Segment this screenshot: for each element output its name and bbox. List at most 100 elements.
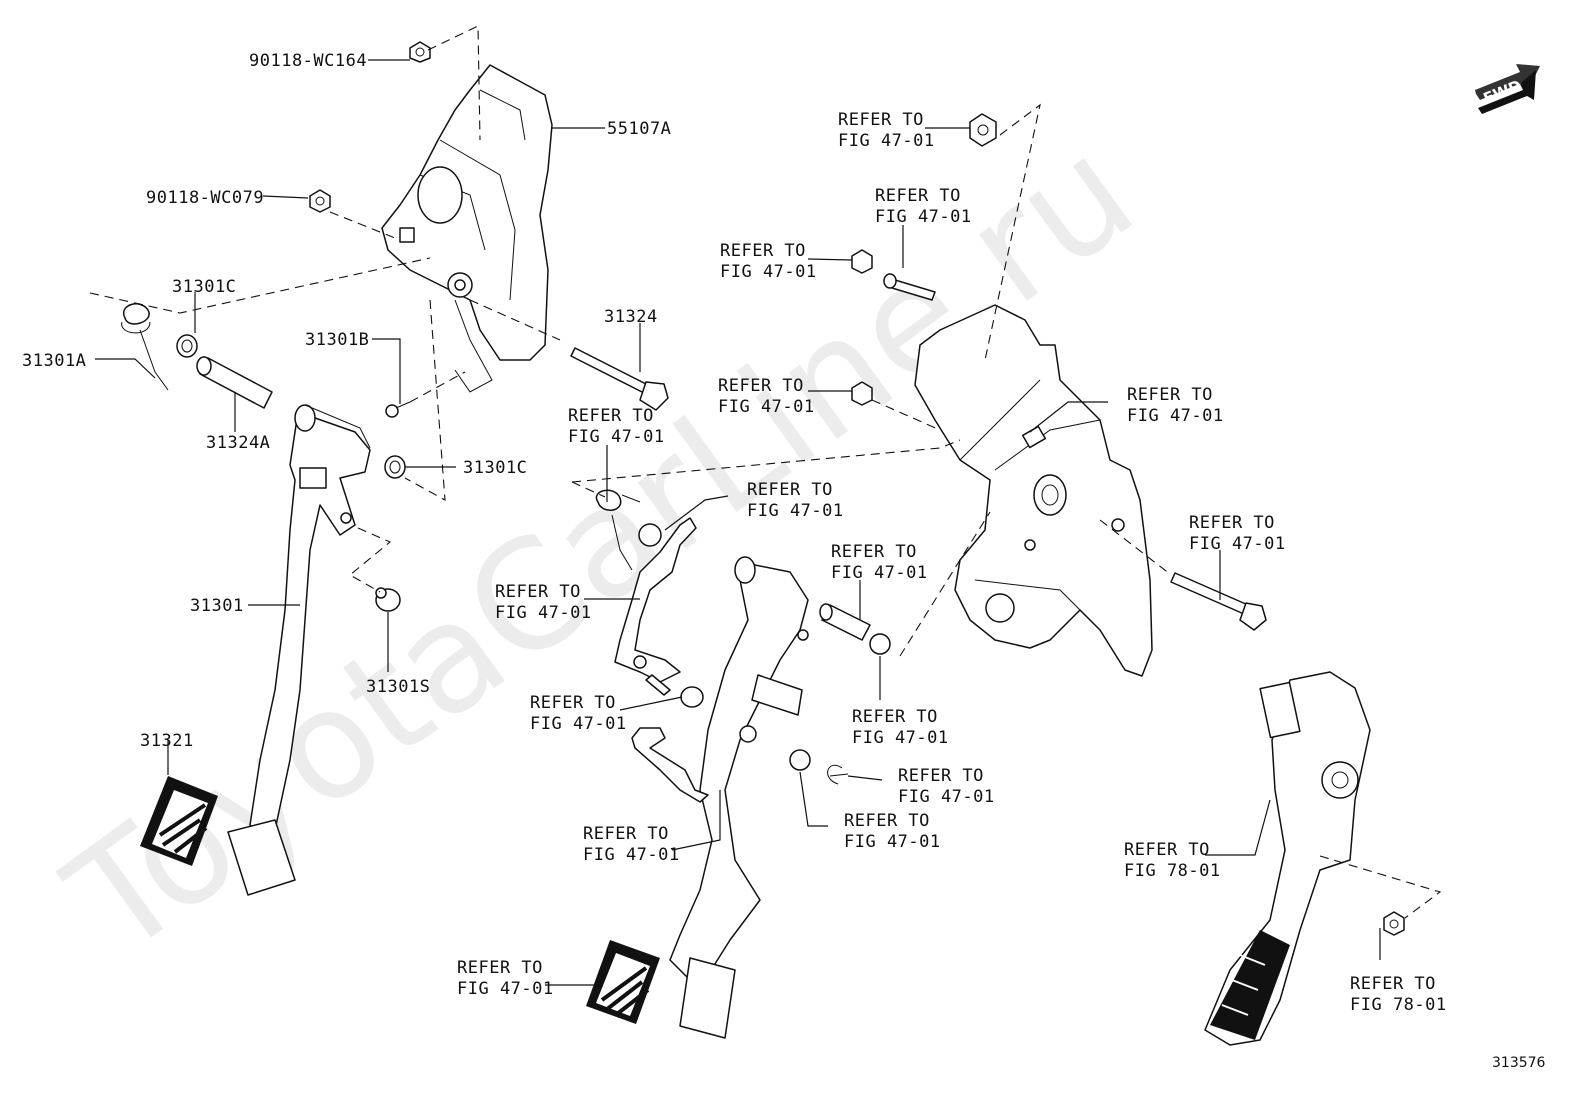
- svg-text:REFER TO: REFER TO: [1189, 513, 1275, 533]
- refer-label-r10: REFER TO FIG 47-01: [495, 582, 592, 623]
- svg-text:REFER TO: REFER TO: [1350, 974, 1436, 994]
- svg-text:REFER TO: REFER TO: [852, 707, 938, 727]
- svg-text:FIG 47-01: FIG 47-01: [838, 131, 935, 151]
- svg-text:REFER TO: REFER TO: [583, 824, 669, 844]
- refer-label-r15: REFER TO FIG 47-01: [583, 824, 680, 865]
- nut-mid-right-part: [851, 249, 873, 274]
- svg-text:FIG 47-01: FIG 47-01: [898, 787, 995, 807]
- brake-pad-part: [586, 940, 660, 1024]
- svg-text:REFER TO: REFER TO: [898, 766, 984, 786]
- svg-text:FIG 47-01: FIG 47-01: [457, 979, 554, 999]
- spring-31301a-part: [121, 303, 169, 391]
- svg-text:REFER TO: REFER TO: [457, 958, 543, 978]
- refer-label-r11: REFER TO FIG 47-01: [530, 693, 627, 734]
- callout-31301b: 31301B: [305, 330, 369, 350]
- refer-label-r8: REFER TO FIG 47-01: [1189, 513, 1286, 554]
- svg-text:REFER TO: REFER TO: [747, 480, 833, 500]
- svg-text:FIG 47-01: FIG 47-01: [1189, 534, 1286, 554]
- svg-text:FIG 47-01: FIG 47-01: [568, 427, 665, 447]
- refer-label-r2: REFER TO FIG 47-01: [875, 186, 972, 227]
- stop-lamp-bracket-part: [614, 517, 697, 696]
- dashed-guide-lines: [89, 25, 1442, 919]
- brake-bushing-part: [638, 523, 662, 547]
- refer-label-r6: REFER TO FIG 47-01: [568, 406, 665, 447]
- nut-accel-part: [1383, 911, 1405, 936]
- svg-text:FIG 47-01: FIG 47-01: [875, 207, 972, 227]
- fwd-arrow-icon: FWD: [1475, 64, 1540, 114]
- nut-top-right-part: [969, 113, 997, 147]
- part-callouts: 90118-WC164 55107A 90118-WC079 31301C 31…: [22, 51, 671, 751]
- pedal-pad-31321-part: [140, 776, 218, 866]
- callout-31301a: 31301A: [22, 351, 86, 371]
- svg-text:FIG 47-01: FIG 47-01: [583, 845, 680, 865]
- refer-label-r7: REFER TO FIG 47-01: [747, 480, 844, 521]
- svg-text:REFER TO: REFER TO: [568, 406, 654, 426]
- callout-55107a: 55107A: [607, 119, 671, 139]
- accelerator-pedal-part: [1204, 671, 1371, 1046]
- svg-text:FIG 47-01: FIG 47-01: [831, 563, 928, 583]
- stopper-31301s-part: [375, 587, 401, 612]
- clip-part: [827, 764, 849, 785]
- svg-text:REFER TO: REFER TO: [875, 186, 961, 206]
- svg-text:REFER TO: REFER TO: [844, 811, 930, 831]
- brake-collar-part: [680, 686, 704, 708]
- refer-label-r5: REFER TO FIG 47-01: [1127, 385, 1224, 426]
- svg-text:FIG 47-01: FIG 47-01: [718, 397, 815, 417]
- svg-text:FIG 47-01: FIG 47-01: [852, 728, 949, 748]
- svg-text:FIG 78-01: FIG 78-01: [1350, 995, 1447, 1015]
- refer-label-r3: REFER TO FIG 47-01: [720, 241, 817, 282]
- pedal-arm-31301-part: [227, 404, 371, 896]
- svg-text:REFER TO: REFER TO: [1124, 840, 1210, 860]
- bolt-right-part: [1170, 572, 1267, 631]
- refer-label-r16: REFER TO FIG 78-01: [1124, 840, 1221, 881]
- bolt-small-right-part: [883, 273, 936, 301]
- svg-text:REFER TO: REFER TO: [530, 693, 616, 713]
- callout-31301s: 31301S: [366, 677, 430, 697]
- callout-31321: 31321: [140, 731, 194, 751]
- refer-label-r1: REFER TO FIG 47-01: [838, 110, 935, 151]
- refer-label-r17: REFER TO FIG 78-01: [1350, 974, 1447, 1015]
- pedal-bracket-right-part: [914, 304, 1153, 677]
- svg-text:REFER TO: REFER TO: [495, 582, 581, 602]
- svg-text:FIG 47-01: FIG 47-01: [747, 501, 844, 521]
- svg-text:REFER TO: REFER TO: [720, 241, 806, 261]
- refer-label-r4: REFER TO FIG 47-01: [718, 376, 815, 417]
- svg-text:FIG 78-01: FIG 78-01: [1124, 861, 1221, 881]
- refer-labels: REFER TO FIG 47-01 REFER TO FIG 47-01 RE…: [457, 110, 1447, 1015]
- svg-text:FIG 47-01: FIG 47-01: [530, 714, 627, 734]
- callout-31324: 31324: [604, 307, 658, 327]
- nut-90118-wc079-part: [309, 189, 331, 213]
- refer-label-r-bottom: REFER TO FIG 47-01: [457, 958, 554, 999]
- pipe-31324a-part: [196, 356, 273, 409]
- nut-90118-wc164-part: [409, 41, 431, 63]
- callout-31324a: 31324A: [206, 433, 270, 453]
- svg-text:FIG 47-01: FIG 47-01: [844, 832, 941, 852]
- screw-31301b-part: [385, 401, 411, 418]
- svg-text:FIG 47-01: FIG 47-01: [495, 603, 592, 623]
- svg-text:REFER TO: REFER TO: [718, 376, 804, 396]
- refer-label-r13: REFER TO FIG 47-01: [898, 766, 995, 807]
- callout-31301c-mid: 31301C: [463, 458, 527, 478]
- callout-31301: 31301: [190, 596, 244, 616]
- brake-bushing-2-part: [869, 633, 891, 655]
- callout-90118-wc164: 90118-WC164: [249, 51, 367, 71]
- brake-collar-2-part: [789, 749, 811, 771]
- refer-label-r12: REFER TO FIG 47-01: [852, 707, 949, 748]
- brake-pin-part: [819, 603, 871, 641]
- bracket-55107a-part: [381, 64, 553, 393]
- bolt-31324-part: [570, 347, 669, 411]
- brake-pedal-arm-part: [631, 556, 809, 1039]
- nut-lower-right-part: [851, 381, 873, 406]
- leader-lines: [95, 59, 1381, 986]
- svg-text:REFER TO: REFER TO: [1127, 385, 1213, 405]
- refer-label-r14: REFER TO FIG 47-01: [844, 811, 941, 852]
- figure-number: 313576: [1492, 1055, 1546, 1071]
- callout-31301c-top: 31301C: [172, 277, 236, 297]
- svg-text:FIG 47-01: FIG 47-01: [720, 262, 817, 282]
- bushing-31301c-mid-part: [384, 455, 406, 479]
- svg-text:REFER TO: REFER TO: [838, 110, 924, 130]
- svg-text:FIG 47-01: FIG 47-01: [1127, 406, 1224, 426]
- callout-90118-wc079: 90118-WC079: [146, 188, 264, 208]
